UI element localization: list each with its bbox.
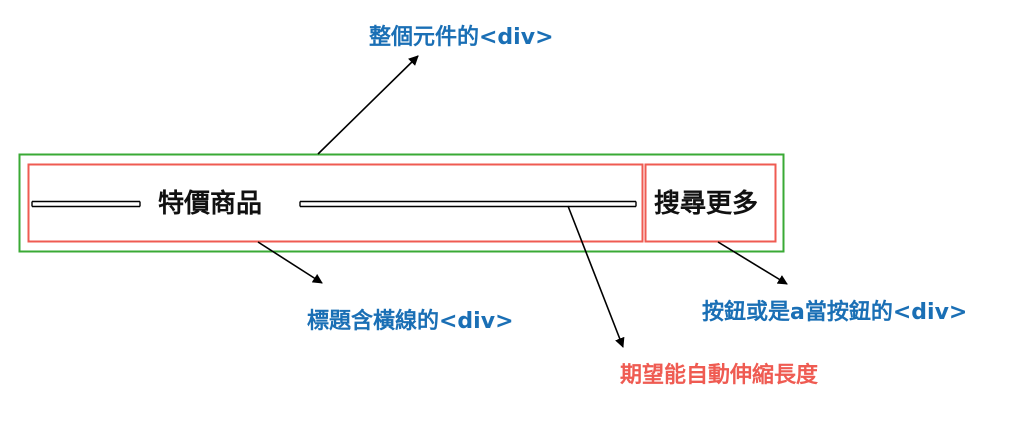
outer-component-box xyxy=(18,153,785,253)
label-title-div: 標題含橫線的<div> xyxy=(307,309,514,334)
arrow-auto-stretch xyxy=(567,205,625,348)
left-double-line xyxy=(31,200,141,208)
label-auto-stretch: 期望能自動伸縮長度 xyxy=(620,363,819,388)
label-button-div: 按鈕或是a當按鈕的<div> xyxy=(702,300,968,325)
right-double-line xyxy=(299,200,637,208)
label-whole-div: 整個元件的<div> xyxy=(369,25,554,50)
title-box xyxy=(27,163,644,243)
title-text: 特價商品 xyxy=(158,188,263,220)
arrow-title-div xyxy=(257,241,323,284)
button-text: 搜尋更多 xyxy=(654,188,759,220)
button-box xyxy=(644,163,777,243)
arrow-button-div xyxy=(717,241,788,285)
arrow-whole-div xyxy=(317,55,419,155)
